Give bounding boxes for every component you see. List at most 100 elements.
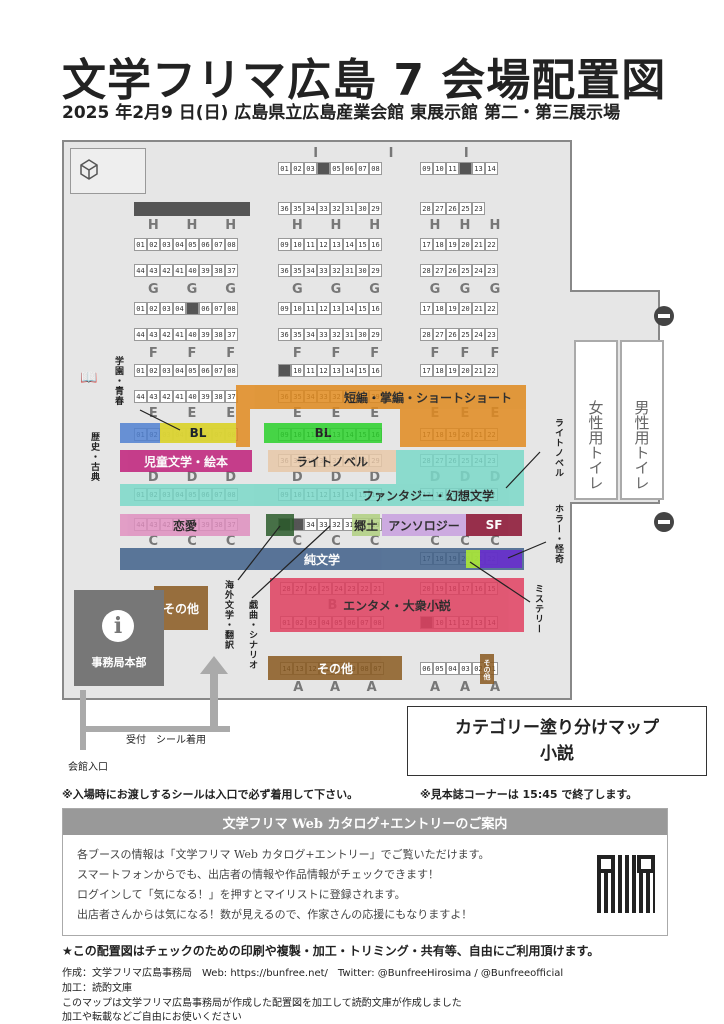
booth-cell[interactable]: 10	[291, 238, 304, 251]
booth-cell[interactable]: 09	[278, 238, 291, 251]
booth-cell[interactable]: 07	[212, 302, 225, 315]
booth-cell[interactable]: 20	[459, 364, 472, 377]
booth-cell[interactable]: 18	[433, 364, 446, 377]
booth-cell[interactable]: 02	[147, 238, 160, 251]
booth-cell[interactable]: 29	[369, 202, 382, 215]
booth-cell[interactable]: 28	[420, 328, 433, 341]
booth-cell[interactable]: 05	[186, 238, 199, 251]
booth-cell[interactable]: 39	[199, 264, 212, 277]
booth-cell[interactable]: 14	[343, 302, 356, 315]
booth-cell[interactable]: 22	[485, 238, 498, 251]
booth-cell[interactable]: 04	[173, 364, 186, 377]
booth-cell[interactable]: 19	[446, 238, 459, 251]
booth-cell[interactable]: 43	[147, 390, 160, 403]
booth-cell[interactable]: 30	[356, 264, 369, 277]
booth-cell[interactable]: 12	[317, 238, 330, 251]
booth-cell[interactable]: 24	[472, 328, 485, 341]
booth-cell[interactable]	[317, 162, 330, 175]
booth-cell[interactable]: 10	[291, 302, 304, 315]
booth-cell[interactable]: 32	[330, 202, 343, 215]
booth-cell[interactable]: 36	[278, 328, 291, 341]
booth-cell[interactable]: 27	[433, 202, 446, 215]
booth-cell[interactable]: 11	[304, 302, 317, 315]
booth-cell[interactable]: 21	[472, 302, 485, 315]
booth-cell[interactable]: 31	[343, 202, 356, 215]
booth-cell[interactable]: 22	[485, 364, 498, 377]
booth-cell[interactable]: 25	[459, 264, 472, 277]
booth-cell[interactable]: 18	[433, 238, 446, 251]
booth-cell[interactable]: 34	[304, 518, 317, 531]
booth-cell[interactable]: 18	[433, 302, 446, 315]
booth-cell[interactable]: 33	[317, 328, 330, 341]
booth-cell[interactable]: 06	[199, 238, 212, 251]
booth-cell[interactable]: 44	[134, 328, 147, 341]
booth-cell[interactable]: 13	[472, 162, 485, 175]
booth-cell[interactable]: 14	[343, 364, 356, 377]
booth-cell[interactable]: 07	[212, 364, 225, 377]
booth-cell[interactable]: 10	[433, 162, 446, 175]
booth-cell[interactable]: 44	[134, 264, 147, 277]
booth-cell[interactable]: 20	[459, 238, 472, 251]
booth-cell[interactable]: 03	[459, 662, 472, 675]
booth-cell[interactable]: 07	[212, 238, 225, 251]
booth-cell[interactable]: 19	[446, 302, 459, 315]
booth-cell[interactable]: 11	[304, 238, 317, 251]
booth-cell[interactable]: 31	[343, 264, 356, 277]
booth-cell[interactable]: 05	[186, 364, 199, 377]
booth-cell[interactable]: 32	[330, 518, 343, 531]
booth-cell[interactable]: 03	[160, 364, 173, 377]
booth-cell[interactable]: 17	[420, 238, 433, 251]
booth-cell[interactable]: 36	[278, 264, 291, 277]
booth-cell[interactable]: 28	[420, 264, 433, 277]
booth-cell[interactable]: 23	[485, 264, 498, 277]
booth-cell[interactable]: 15	[356, 302, 369, 315]
booth-cell[interactable]: 41	[173, 328, 186, 341]
booth-cell[interactable]	[459, 162, 472, 175]
booth-cell[interactable]: 23	[485, 328, 498, 341]
booth-cell[interactable]: 17	[420, 364, 433, 377]
booth-cell[interactable]: 27	[433, 264, 446, 277]
booth-cell[interactable]: 42	[160, 264, 173, 277]
booth-cell[interactable]: 02	[291, 162, 304, 175]
booth-cell[interactable]: 03	[160, 238, 173, 251]
booth-cell[interactable]: 23	[472, 202, 485, 215]
booth-cell[interactable]: 16	[369, 364, 382, 377]
booth-cell[interactable]: 34	[304, 264, 317, 277]
booth-cell[interactable]: 05	[433, 662, 446, 675]
booth-cell[interactable]: 08	[369, 162, 382, 175]
booth-cell[interactable]: 05	[330, 162, 343, 175]
booth-cell[interactable]: 17	[420, 302, 433, 315]
booth-cell[interactable]: 06	[420, 662, 433, 675]
booth-cell[interactable]: 04	[173, 238, 186, 251]
booth-cell[interactable]: 04	[173, 302, 186, 315]
booth-cell[interactable]: 01	[134, 302, 147, 315]
booth-cell[interactable]: 19	[446, 364, 459, 377]
booth-cell[interactable]: 21	[472, 238, 485, 251]
booth-cell[interactable]: 30	[356, 328, 369, 341]
booth-cell[interactable]: 22	[485, 302, 498, 315]
booth-cell[interactable]: 26	[446, 328, 459, 341]
booth-cell[interactable]: 13	[330, 302, 343, 315]
booth-cell[interactable]: 11	[304, 364, 317, 377]
booth-cell[interactable]: 38	[212, 264, 225, 277]
booth-cell[interactable]: 05	[186, 302, 199, 315]
booth-cell[interactable]: 15	[356, 238, 369, 251]
booth-cell[interactable]: 33	[317, 518, 330, 531]
booth-cell[interactable]: 29	[369, 264, 382, 277]
booth-cell[interactable]: 09	[278, 364, 291, 377]
booth-cell[interactable]: 02	[147, 364, 160, 377]
booth-cell[interactable]: 39	[199, 390, 212, 403]
booth-cell[interactable]: 08	[225, 238, 238, 251]
booth-cell[interactable]: 16	[369, 238, 382, 251]
booth-cell[interactable]: 24	[472, 264, 485, 277]
booth-cell[interactable]: 40	[186, 264, 199, 277]
booth-cell[interactable]: 38	[212, 390, 225, 403]
booth-cell[interactable]: 06	[199, 302, 212, 315]
booth-cell[interactable]: 03	[304, 162, 317, 175]
qr-code[interactable]	[597, 855, 655, 913]
booth-cell[interactable]: 40	[186, 390, 199, 403]
booth-cell[interactable]: 25	[459, 202, 472, 215]
booth-cell[interactable]: 37	[225, 328, 238, 341]
booth-cell[interactable]: 16	[369, 302, 382, 315]
booth-cell[interactable]: 09	[420, 162, 433, 175]
